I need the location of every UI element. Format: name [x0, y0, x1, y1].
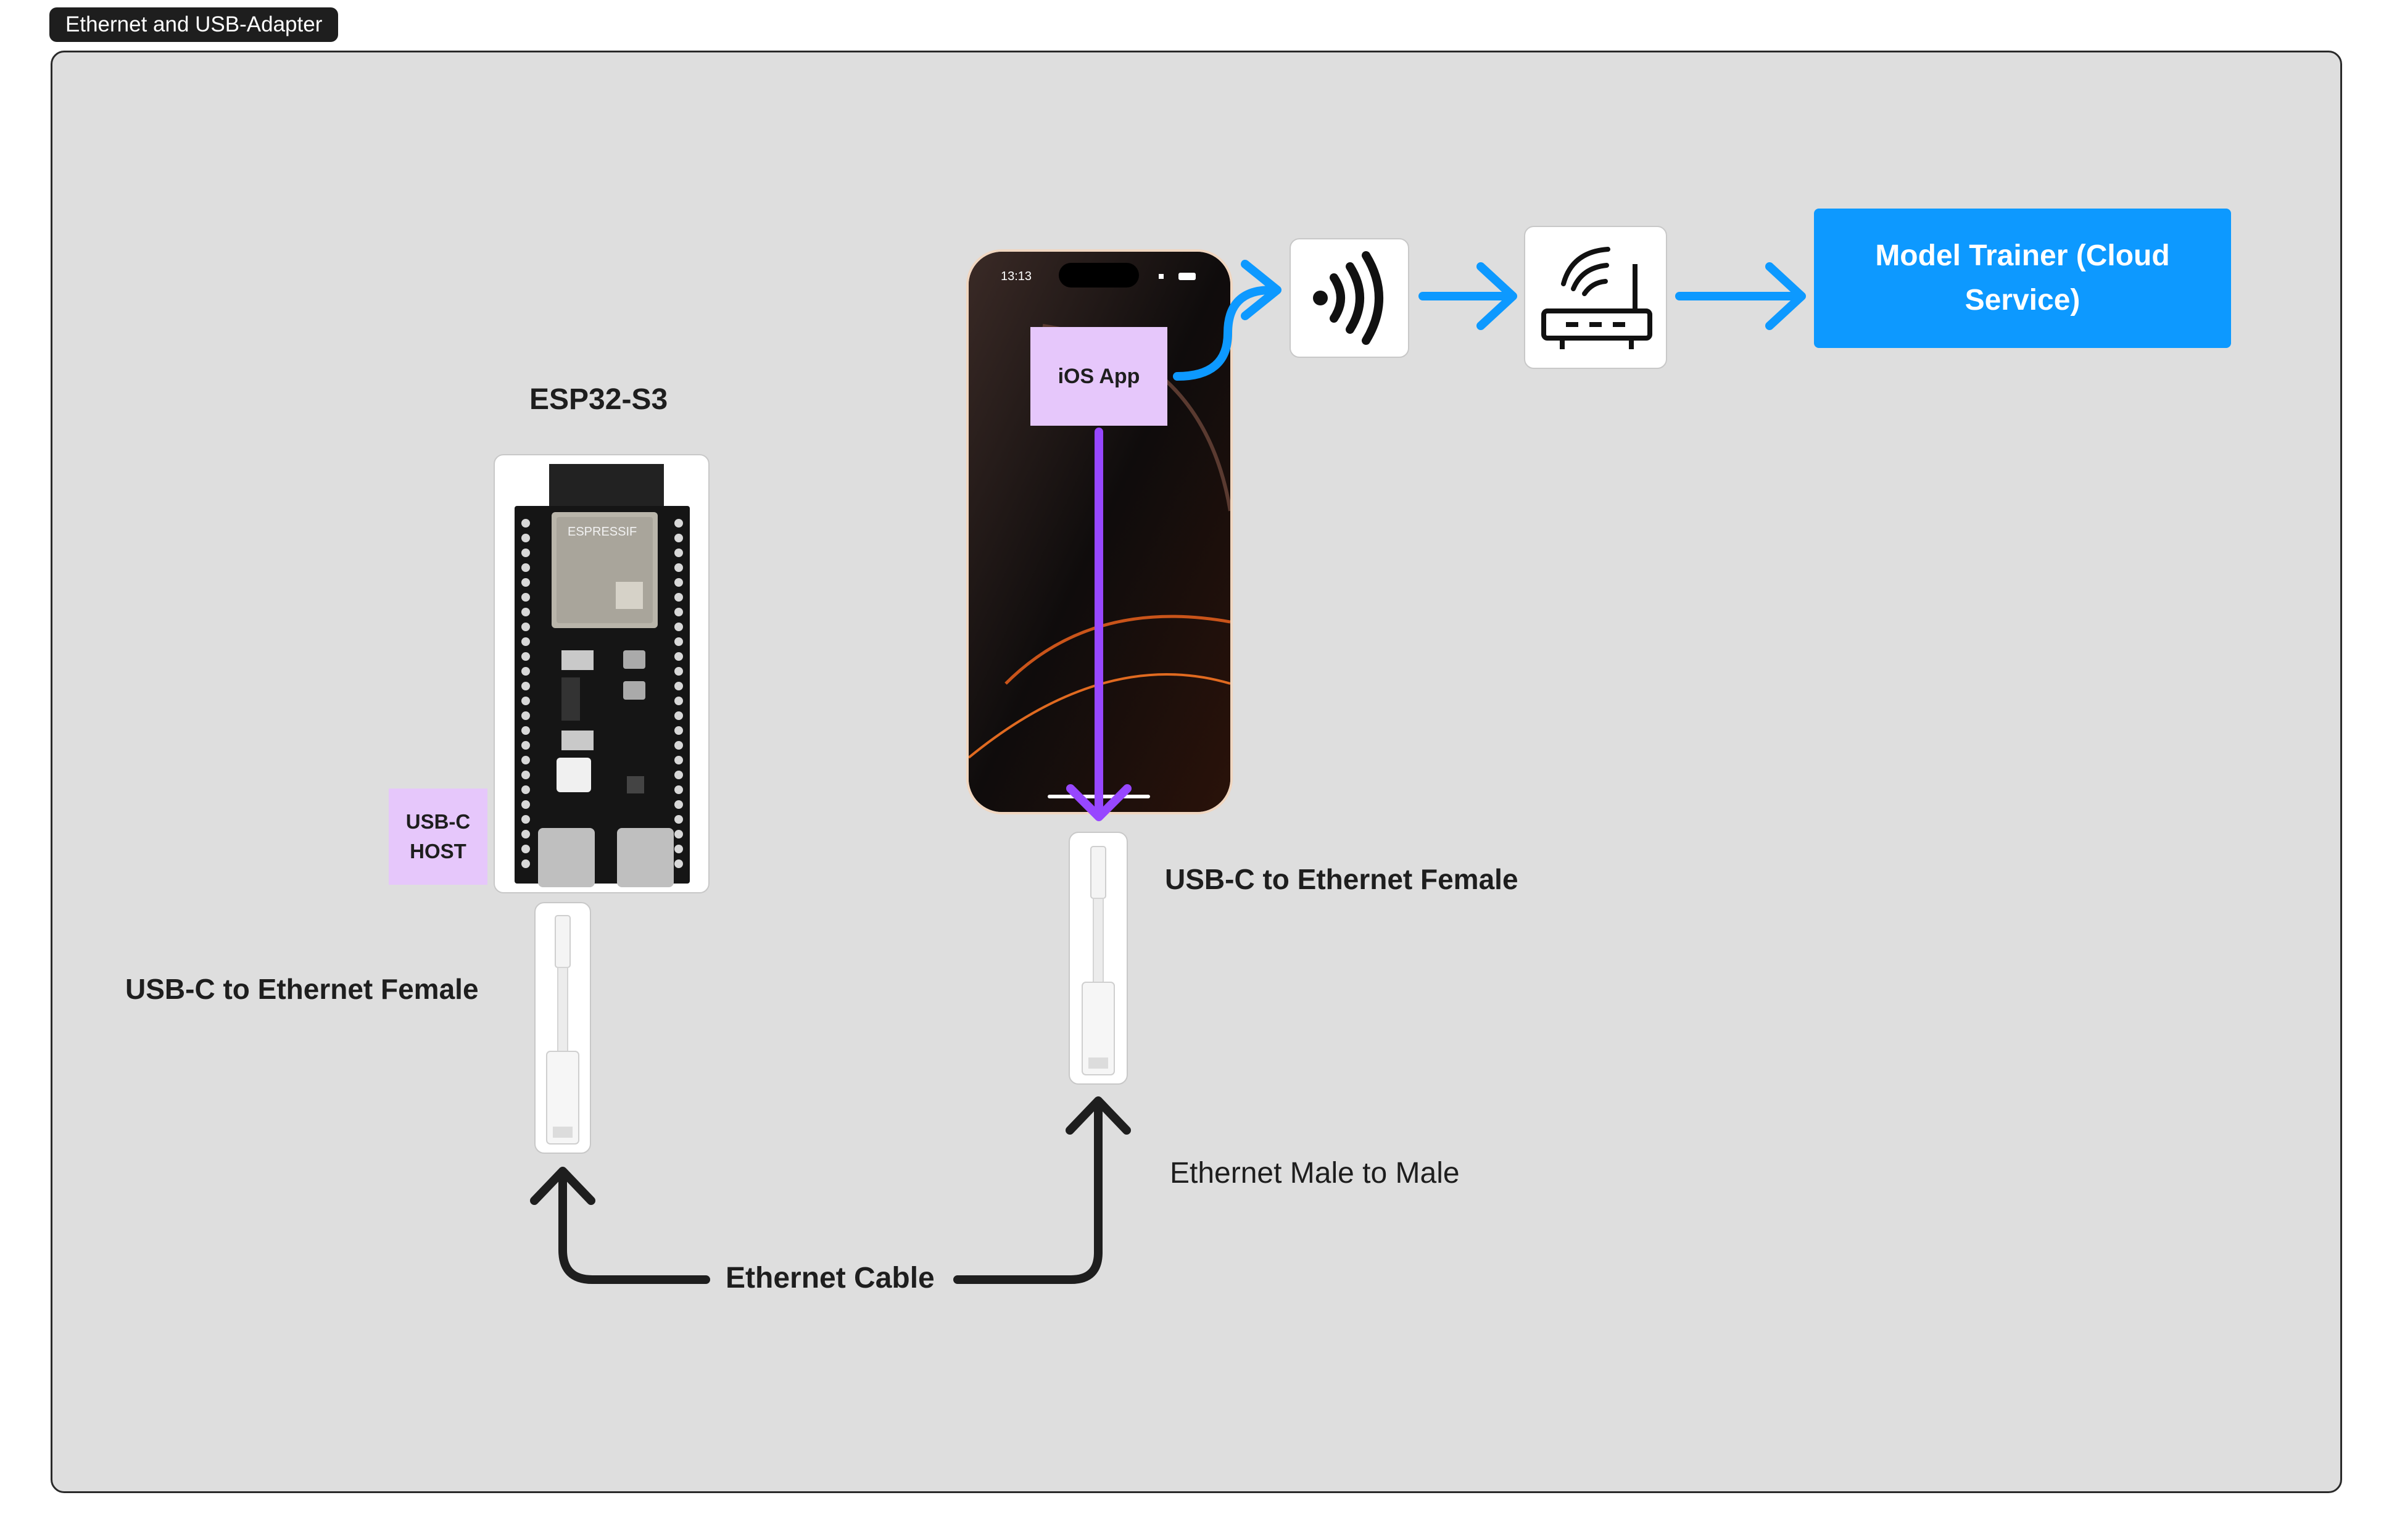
frame-title[interactable]: Ethernet and USB-Adapter: [49, 7, 339, 42]
model-trainer-cloud-service[interactable]: Model Trainer (Cloud Service): [1814, 209, 2231, 348]
ethernet-cable-right: [953, 1100, 1103, 1284]
left-adapter-label: USB-C to Ethernet Female: [125, 973, 479, 1005]
ethernet-cable-left-head: [530, 1167, 595, 1205]
esp32-title: ESP32-S3: [529, 383, 668, 416]
left-usb-ethernet-adapter: [534, 902, 591, 1154]
esp32-board-image: ESPRESSIF: [515, 464, 690, 887]
esp32-board: ESPRESSIF: [494, 454, 710, 893]
status-time: 13:13: [1001, 270, 1032, 283]
ethernet-cable-label: Ethernet Cable: [726, 1262, 935, 1294]
router-icon: [1541, 247, 1652, 349]
right-usb-ethernet-adapter: [1069, 832, 1128, 1085]
right-adapter-label: USB-C to Ethernet Female: [1165, 863, 1518, 895]
dynamic-island: [1059, 263, 1139, 288]
left-adapter-image: [546, 915, 579, 1145]
right-adapter-image: [1082, 846, 1115, 1075]
usb-c-host-label: USB-C HOST: [389, 789, 487, 885]
ethernet-cable-left: [558, 1170, 710, 1284]
arrow-app-to-wireless: [1173, 286, 1275, 381]
arrow-wireless-to-router-head: [1476, 262, 1517, 330]
arrow-app-to-adapter-head: [1066, 784, 1132, 821]
ethernet-cable-right-head: [1066, 1096, 1131, 1135]
arrow-router-to-cloud-head: [1765, 262, 1806, 330]
ethernet-male-to-male-label: Ethernet Male to Male: [1170, 1157, 1460, 1190]
ios-app-label[interactable]: iOS App: [1030, 327, 1167, 426]
wireless-signal-icon: [1313, 251, 1383, 345]
arrow-app-to-wireless-head: [1241, 260, 1281, 320]
wireless-card: [1290, 238, 1409, 358]
router-card: [1524, 226, 1667, 369]
espressif-logo: ESPRESSIF: [568, 525, 637, 539]
